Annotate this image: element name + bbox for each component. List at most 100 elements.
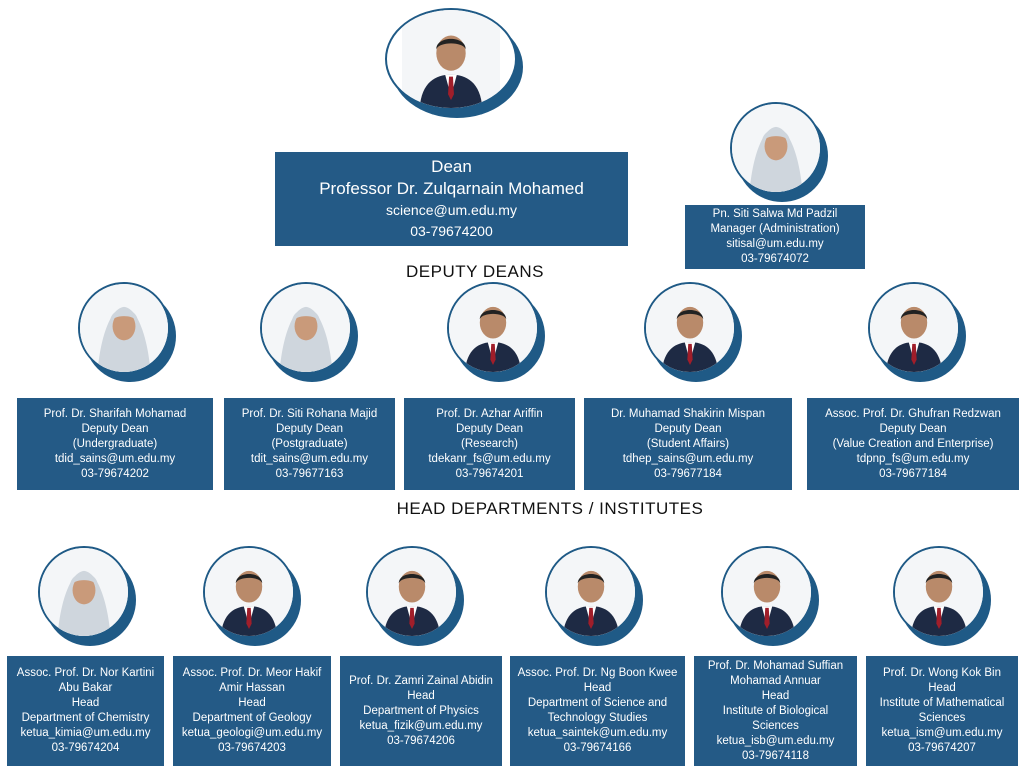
head-card: Assoc. Prof. Dr. Ng Boon Kwee Head Depar… — [510, 656, 685, 766]
head-phone: 03-79674118 — [742, 749, 809, 762]
head-photo — [721, 546, 813, 638]
deputy-dean-phone: 03-79677163 — [275, 467, 344, 480]
heads-heading: HEAD DEPARTMENTS / INSTITUTES — [396, 499, 704, 518]
deputy-dean-role: Deputy Dean — [879, 422, 947, 435]
head-email: ketua_isb@um.edu.my — [716, 734, 835, 747]
head-unit: Institute of Biological — [722, 704, 829, 717]
head-email: ketua_geologi@um.edu.my — [181, 727, 323, 739]
head-photo — [38, 546, 130, 638]
deputy-dean-portfolio: (Student Affairs) — [646, 437, 730, 450]
head-role: Head — [238, 697, 266, 709]
deputy-dean-phone: 03-79677184 — [654, 467, 722, 480]
head-unit-line2: Sciences — [918, 712, 966, 724]
manager-role: Manager (Administration) — [710, 223, 840, 235]
head-name: Assoc. Prof. Dr. Nor Kartini — [16, 667, 155, 679]
manager-card: Pn. Siti Salwa Md Padzil Manager (Admini… — [685, 205, 865, 269]
head-email: ketua_kimia@um.edu.my — [20, 727, 151, 739]
deputy-dean-card: Prof. Dr. Azhar Ariffin Deputy Dean (Res… — [404, 398, 575, 490]
deputy-deans-heading: DEPUTY DEANS — [406, 262, 544, 281]
deputy-dean-portfolio: (Undergraduate) — [72, 437, 158, 450]
head-role: Head — [71, 697, 100, 709]
head-phone: 03-79674166 — [563, 742, 632, 754]
person-icon — [80, 284, 168, 372]
manager-name: Pn. Siti Salwa Md Padzil — [712, 208, 838, 220]
head-unit: Department of Physics — [363, 704, 479, 717]
head-card: Prof. Dr. Wong Kok Bin Head Institute of… — [866, 656, 1018, 766]
deputy-dean-photo — [78, 282, 170, 374]
head-unit-line2: Technology Studies — [547, 712, 648, 724]
deputy-dean-email: tdekanr_fs@um.edu.my — [428, 452, 551, 465]
head-name: Prof. Dr. Wong Kok Bin — [882, 667, 1002, 679]
head-unit-line2: Sciences — [752, 719, 799, 732]
deputy-dean-role: Deputy Dean — [654, 422, 722, 435]
head-phone: 03-79674203 — [218, 742, 286, 754]
deputy-dean-phone: 03-79674201 — [455, 467, 524, 480]
head-name: Assoc. Prof. Dr. Ng Boon Kwee — [517, 667, 678, 679]
head-unit: Institute of Mathematical — [879, 697, 1005, 709]
dean-title: Dean — [431, 157, 472, 176]
head-unit: Department of Science and — [527, 697, 668, 709]
head-card: Assoc. Prof. Dr. Nor Kartini Abu Bakar H… — [7, 656, 164, 766]
deputy-dean-email: tdhep_sains@um.edu.my — [622, 452, 754, 465]
deputy-dean-role: Deputy Dean — [81, 422, 149, 435]
manager-email: sitisal@um.edu.my — [726, 238, 824, 250]
head-role: Head — [928, 682, 956, 694]
head-photo — [893, 546, 985, 638]
deputy-dean-portfolio: (Research) — [461, 437, 518, 450]
head-phone: 03-79674207 — [908, 742, 976, 754]
deputy-dean-email: tdpnp_fs@um.edu.my — [856, 452, 970, 465]
deputy-dean-photo — [447, 282, 539, 374]
deputy-dean-card: Prof. Dr. Siti Rohana Majid Deputy Dean … — [224, 398, 395, 490]
head-name-line2: Mohamad Annuar — [730, 674, 821, 687]
head-role: Head — [583, 682, 612, 694]
head-email: ketua_saintek@um.edu.my — [527, 727, 668, 739]
dean-photo — [385, 8, 517, 110]
head-name-line2: Abu Bakar — [58, 682, 113, 694]
deputy-dean-email: tdit_sains@um.edu.my — [250, 452, 369, 465]
deputy-dean-card: Prof. Dr. Sharifah Mohamad Deputy Dean (… — [17, 398, 213, 490]
head-name: Prof. Dr. Mohamad Suffian — [707, 659, 844, 672]
deputy-dean-name: Prof. Dr. Azhar Ariffin — [436, 407, 543, 420]
person-icon — [368, 548, 456, 636]
head-card: Prof. Dr. Mohamad Suffian Mohamad Annuar… — [694, 656, 857, 766]
head-unit: Department of Geology — [192, 712, 312, 724]
head-name: Assoc. Prof. Dr. Meor Hakif — [182, 667, 322, 679]
dean-email: science@um.edu.my — [386, 202, 517, 218]
deputy-dean-role: Deputy Dean — [455, 422, 524, 435]
head-name-line2: Amir Hassan — [219, 682, 285, 694]
manager-photo — [730, 102, 822, 194]
deputy-dean-photo — [260, 282, 352, 374]
person-icon — [732, 104, 820, 192]
deputy-dean-portfolio: (Postgraduate) — [271, 437, 348, 450]
head-photo — [203, 546, 295, 638]
deputy-dean-portfolio: (Value Creation and Enterprise) — [832, 437, 994, 450]
head-email: ketua_fizik@um.edu.my — [359, 719, 483, 732]
dean-name: Professor Dr. Zulqarnain Mohamed — [319, 179, 584, 198]
person-icon — [40, 548, 128, 636]
person-icon — [723, 548, 811, 636]
head-phone: 03-79674204 — [51, 742, 120, 754]
head-role: Head — [761, 689, 790, 702]
person-icon — [387, 10, 515, 108]
dean-card: Dean Professor Dr. Zulqarnain Mohamed sc… — [275, 152, 628, 246]
head-phone: 03-79674206 — [387, 734, 455, 747]
deputy-dean-photo — [868, 282, 960, 374]
head-email: ketua_ism@um.edu.my — [881, 727, 1003, 739]
person-icon — [547, 548, 635, 636]
person-icon — [449, 284, 537, 372]
head-unit: Department of Chemistry — [21, 712, 150, 724]
person-icon — [262, 284, 350, 372]
deputy-dean-photo — [644, 282, 736, 374]
deputy-dean-card: Dr. Muhamad Shakirin Mispan Deputy Dean … — [584, 398, 792, 490]
deputy-dean-name: Dr. Muhamad Shakirin Mispan — [610, 407, 766, 420]
person-icon — [870, 284, 958, 372]
deputy-dean-name: Assoc. Prof. Dr. Ghufran Redzwan — [825, 407, 1001, 420]
deputy-dean-phone: 03-79677184 — [879, 467, 947, 480]
deputy-dean-role: Deputy Dean — [275, 422, 344, 435]
head-name: Prof. Dr. Zamri Zainal Abidin — [349, 674, 493, 687]
person-icon — [895, 548, 983, 636]
dean-phone: 03-79674200 — [410, 223, 493, 239]
deputy-dean-name: Prof. Dr. Sharifah Mohamad — [43, 407, 187, 420]
person-icon — [646, 284, 734, 372]
head-photo — [545, 546, 637, 638]
